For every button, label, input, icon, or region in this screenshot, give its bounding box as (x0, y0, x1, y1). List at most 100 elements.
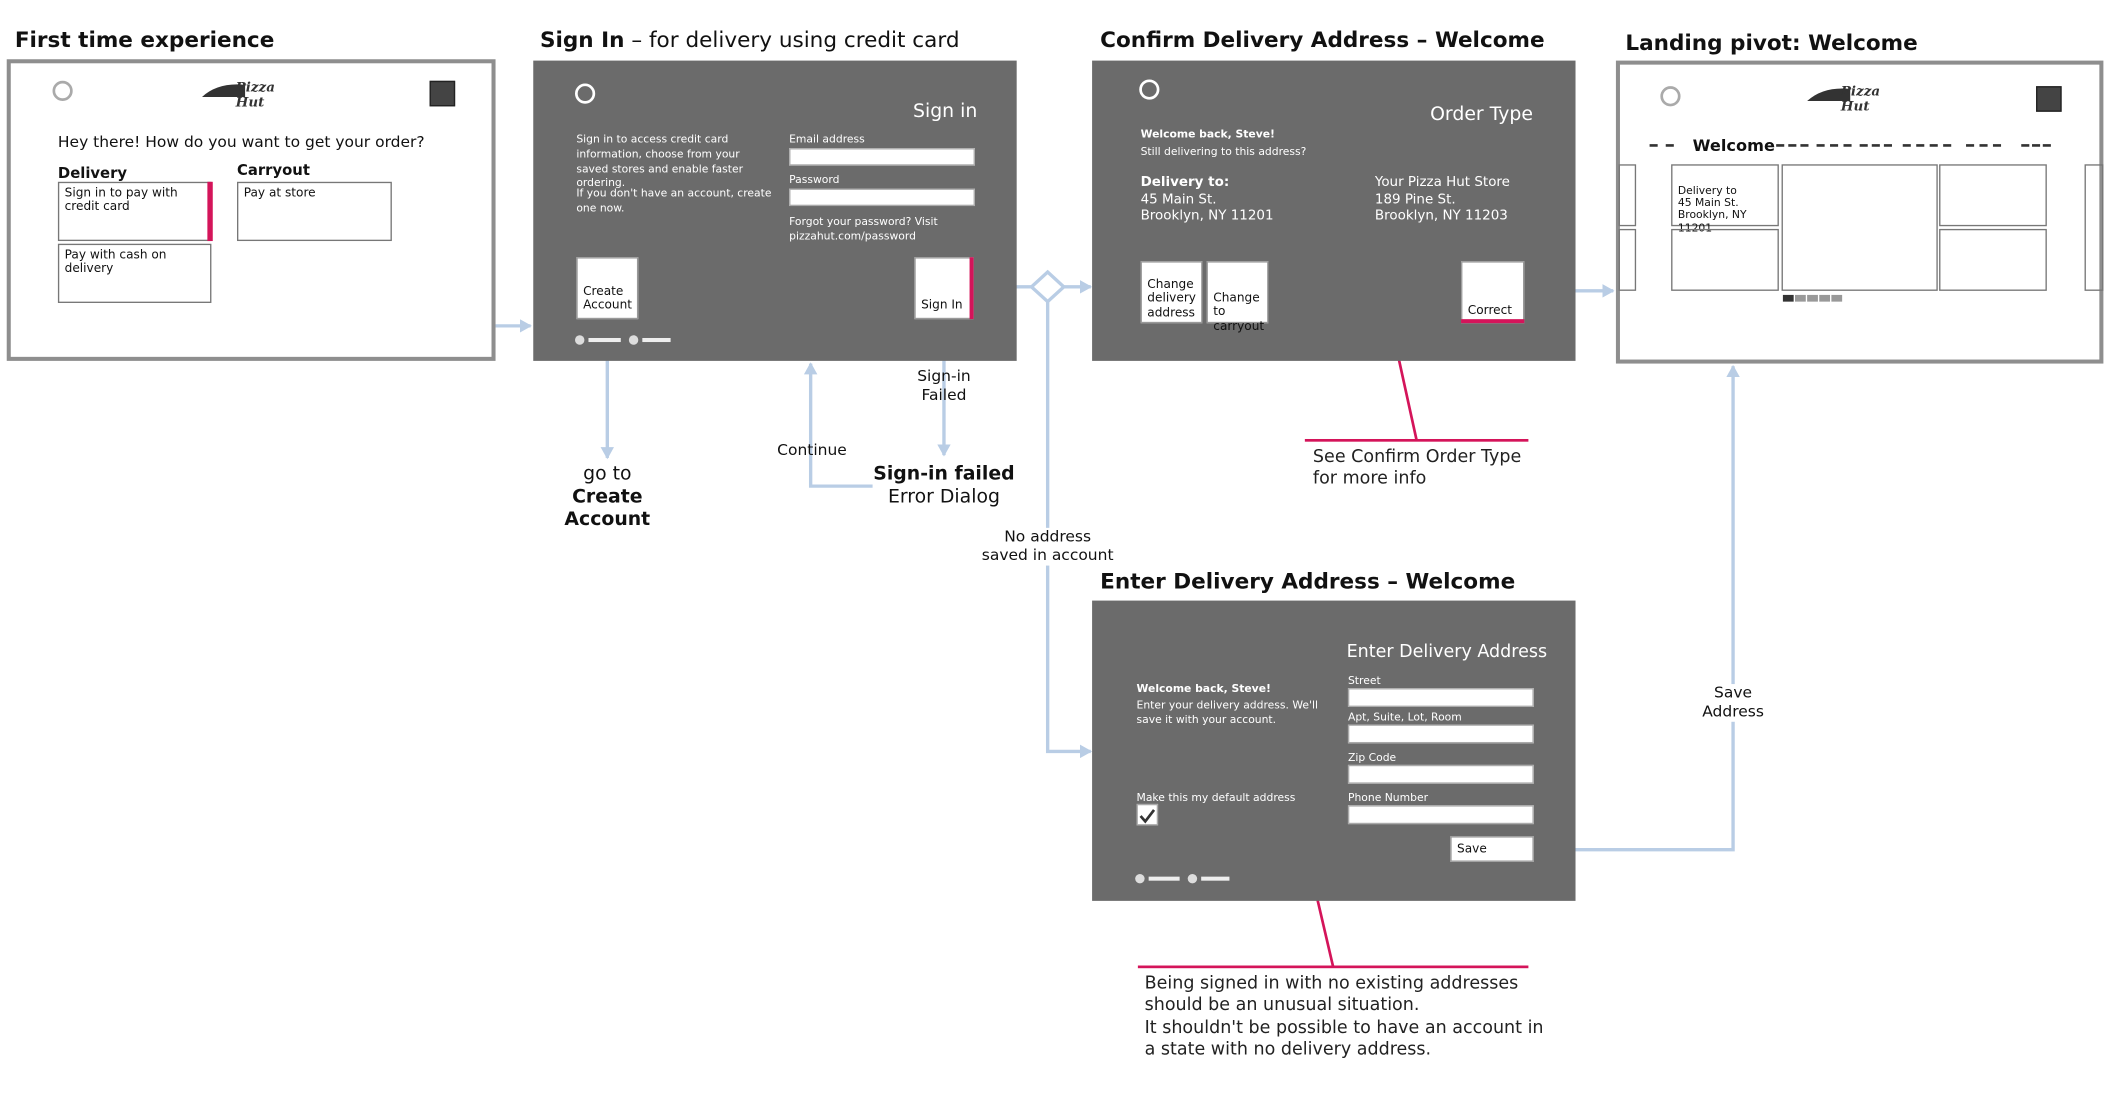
pizza-hut-logo: Pizza Hut (199, 79, 307, 110)
carryout-heading: Carryout (237, 161, 310, 180)
back-icon[interactable] (1660, 86, 1681, 107)
delivery-tile-line2: 45 Main St. (1677, 196, 1739, 209)
street-label: Street (1347, 674, 1381, 687)
back-icon[interactable] (574, 83, 596, 104)
logo-roof-icon (1807, 88, 1851, 101)
order-type-heading: Order Type (1430, 103, 1533, 126)
no-address-note: Being signed in with no existing address… (1145, 974, 1549, 1062)
screen1-frame: Pizza Hut Hey there! How do you want to … (6, 59, 496, 361)
pivot-dash (1902, 144, 1952, 147)
note-line: Being signed in with no existing address… (1144, 973, 1519, 994)
avatar-icon[interactable] (429, 80, 456, 107)
progress-dash (588, 337, 621, 343)
back-icon[interactable] (52, 80, 73, 101)
pivot-dash (1816, 144, 1852, 147)
apt-label: Apt, Suite, Lot, Room (1347, 711, 1462, 724)
signin-failed-title: Sign-in failed (873, 463, 1015, 485)
welcome-text: Welcome back, Steve! (1136, 682, 1271, 695)
street-field[interactable] (1347, 688, 1534, 707)
change-address-label: Change delivery address (1147, 278, 1196, 321)
no-address-label: No address saved in account (978, 527, 1117, 566)
progress-dash (1201, 876, 1230, 881)
logo-roof-icon (201, 84, 246, 97)
zip-field[interactable] (1347, 764, 1534, 784)
option-cash[interactable]: Pay with cash on delivery (57, 243, 212, 303)
back-icon[interactable] (1139, 79, 1160, 100)
pivot-dash (1966, 144, 2002, 147)
see-confirm-note: See Confirm Order Type for more info (1312, 447, 1522, 490)
option-credit-label: Sign in to pay with credit card (64, 187, 178, 215)
default-address-label: Make this my default address (1136, 791, 1296, 804)
signin-button[interactable]: Sign In (914, 257, 974, 320)
signin-intro: Sign in to access credit card informatio… (576, 133, 744, 190)
delivery-tile-line1: Delivery to (1677, 184, 1737, 197)
delivery-to-label: Delivery to: (1140, 175, 1230, 190)
option-cash-label: Pay with cash on delivery (64, 249, 167, 277)
delivery-tile[interactable]: Delivery to 45 Main St. Brooklyn, NY 112… (1671, 164, 1779, 234)
save-address-label: Save Address (1692, 683, 1774, 722)
create-account-button[interactable]: Create Account (576, 257, 639, 320)
logo-text: Pizza Hut (1840, 84, 1881, 115)
change-carryout-button[interactable]: Change to carryout (1206, 261, 1269, 334)
page-indicator (1807, 294, 1818, 302)
correct-button[interactable]: Correct (1461, 261, 1525, 324)
pivot-welcome[interactable]: Welcome (1692, 136, 1775, 155)
screen4-title: Landing pivot: Welcome (1625, 29, 1918, 56)
correct-label: Correct (1467, 304, 1513, 318)
tile-large[interactable] (1781, 164, 1938, 291)
store-address-line2: Brooklyn, NY 11203 (1374, 208, 1508, 224)
welcome-text: Welcome back, Steve! (1140, 127, 1275, 141)
enter-address-heading: Enter Delivery Address (1346, 642, 1548, 663)
connector-continue (803, 362, 873, 488)
enter-address-intro: Enter your delivery address. We'll save … (1136, 698, 1318, 726)
email-label: Email address (789, 133, 865, 146)
screen4-frame: Pizza Hut Welcome Delivery to 45 Main St… (1615, 60, 2104, 364)
pivot-dash (2021, 144, 2051, 147)
change-address-button[interactable]: Change delivery address (1140, 261, 1203, 324)
create-account-label: Create Account (583, 285, 633, 313)
screen5-frame: Enter Delivery Address Welcome back, Ste… (1092, 600, 1576, 901)
address-line2: Brooklyn, NY 11201 (1140, 208, 1274, 224)
option-store-label: Pay at store (243, 187, 316, 201)
save-button[interactable]: Save (1450, 836, 1534, 862)
tile-edge-left (1618, 164, 1637, 227)
error-dialog-text: Error Dialog (887, 485, 1000, 508)
zip-label: Zip Code (1347, 751, 1397, 764)
password-label: Password (789, 173, 840, 186)
save-button-label: Save (1457, 842, 1487, 857)
tile[interactable] (1939, 164, 2047, 227)
create-account-text: Create Account (564, 485, 651, 531)
phone-field[interactable] (1347, 805, 1534, 825)
default-address-checkbox[interactable] (1136, 803, 1159, 826)
avatar-icon[interactable] (2036, 86, 2062, 112)
phone-label: Phone Number (1347, 791, 1429, 804)
email-field[interactable] (789, 148, 975, 166)
change-carryout-label: Change to carryout (1213, 292, 1265, 334)
password-field[interactable] (789, 188, 975, 207)
tile-edge-left (1618, 228, 1637, 291)
progress-dash (642, 337, 671, 343)
note-line: a state with no delivery address. (1144, 1039, 1432, 1060)
tile[interactable] (1671, 228, 1779, 291)
selection-indicator (207, 181, 213, 242)
screen3-title: Confirm Delivery Address – Welcome (1100, 26, 1545, 53)
forgot-password-link[interactable]: Forgot your password? Visit pizzahut.com… (789, 215, 938, 243)
option-credit-card[interactable]: Sign in to pay with credit card (57, 181, 212, 242)
tile[interactable] (1939, 228, 2047, 291)
note-line: should be an unusual situation. (1144, 995, 1420, 1016)
logo-text: Pizza Hut (235, 80, 275, 111)
still-delivering-text: Still delivering to this address? (1140, 145, 1307, 158)
pivot-dash (1649, 144, 1674, 147)
option-pay-at-store[interactable]: Pay at store (237, 181, 392, 242)
delivery-heading: Delivery (57, 164, 128, 182)
apt-field[interactable] (1347, 724, 1534, 744)
signin-button-label: Sign In (921, 298, 963, 313)
signin-heading: Sign in (912, 100, 978, 123)
signin-failed-label: Sign-in Failed (917, 366, 971, 404)
page-indicator-active (1782, 294, 1794, 302)
progress-dot (574, 335, 585, 345)
connector-save-to-landing (1535, 364, 1740, 852)
screen2-title: Sign In – for delivery using credit card (539, 26, 960, 53)
screen1-title: First time experience (14, 26, 275, 53)
